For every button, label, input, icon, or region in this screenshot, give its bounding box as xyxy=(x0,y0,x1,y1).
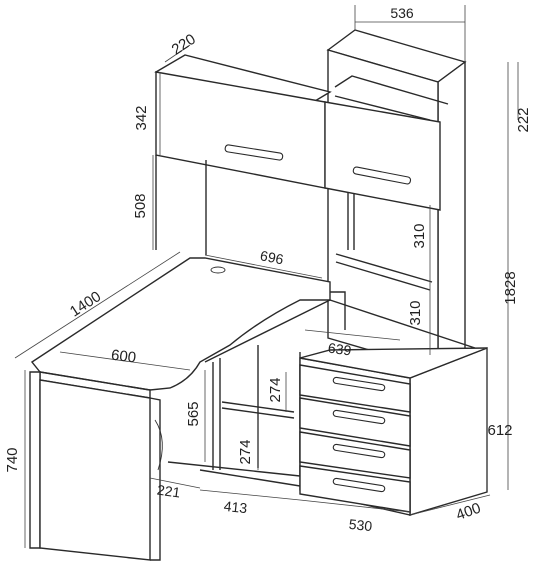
dim-220: 220 xyxy=(169,31,199,59)
lower-unit xyxy=(167,345,488,516)
dim-221: 221 xyxy=(156,482,182,501)
dim-222: 222 xyxy=(515,107,532,132)
dim-696: 696 xyxy=(259,247,285,267)
dim-536: 536 xyxy=(390,5,414,21)
dim-612: 612 xyxy=(487,422,512,439)
dimension-lines xyxy=(14,5,519,548)
dim-413: 413 xyxy=(223,498,248,516)
dim-639: 639 xyxy=(327,340,353,359)
dim-1400: 1400 xyxy=(67,288,104,320)
left-leg xyxy=(29,371,163,561)
dim-274-upper: 274 xyxy=(267,377,284,402)
dim-310-lower: 310 xyxy=(407,300,424,325)
dim-600: 600 xyxy=(110,347,137,367)
dim-530: 530 xyxy=(348,516,373,534)
dim-342: 342 xyxy=(133,105,150,130)
dim-565: 565 xyxy=(185,401,202,426)
dim-740: 740 xyxy=(4,447,21,472)
dim-310-upper: 310 xyxy=(411,223,428,248)
dim-1828: 1828 xyxy=(502,271,519,304)
dim-508: 508 xyxy=(132,193,149,218)
dim-274-lower: 274 xyxy=(237,439,254,464)
upper-cabinet xyxy=(154,54,441,255)
